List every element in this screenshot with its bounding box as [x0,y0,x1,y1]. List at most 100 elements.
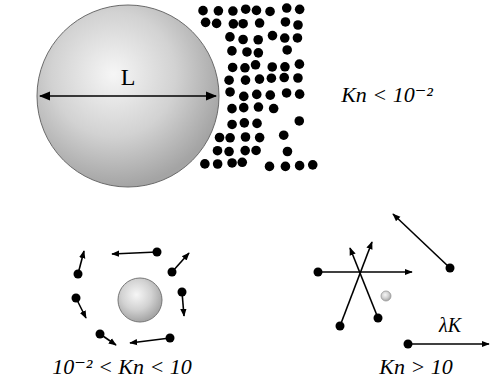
particle [314,268,323,277]
particle [241,4,251,14]
particle [279,130,289,140]
particle [294,116,304,126]
particle [227,46,237,56]
mean-free-path-label: λK [439,314,461,337]
diameter-arrow [40,95,216,97]
particle [238,19,248,29]
particle [295,5,305,15]
tiny-sphere [381,291,391,301]
velocity-arrow [130,338,170,343]
particle [265,162,275,172]
particle [96,330,105,339]
particle [252,6,262,16]
particle [280,33,290,43]
particle [225,32,235,42]
particle [295,89,305,99]
particle [213,146,223,156]
particle [281,162,291,172]
particle [212,19,222,29]
particle [201,18,211,28]
regime-label: Kn > 10 [379,354,453,379]
velocity-arrow [340,242,372,326]
free-molecular-regime [314,214,490,349]
particle [239,92,249,102]
velocity-arrow [318,271,412,273]
small-sphere [118,278,162,322]
particle [265,90,275,100]
transition-regime [72,248,190,346]
particle [229,19,239,29]
regime-label: 10⁻² < Kn < 10 [52,354,192,379]
particle [254,48,264,58]
particle [269,104,279,114]
particle [240,146,250,156]
particle [224,75,234,85]
particle [166,334,175,343]
sphere-node: L [36,4,220,188]
particle [72,294,81,303]
particle [282,3,292,13]
velocity-arrow [112,252,157,254]
particle [265,7,275,17]
particle [252,90,262,100]
particle [293,73,303,83]
particle [282,45,292,55]
particle [293,20,303,30]
particle [283,147,293,157]
velocity-arrow [350,248,378,318]
particle [238,35,248,45]
particle [215,133,225,143]
particle [198,6,208,16]
particle [228,63,238,73]
particle [268,31,278,41]
mean-free-path-arrow [408,343,489,345]
particle [228,6,238,16]
particle [374,314,383,323]
length-label: L [121,64,136,92]
particle [200,159,210,169]
particle [227,120,237,130]
particle [225,87,235,97]
particle [252,119,262,129]
particle [213,159,223,169]
particle [282,88,292,98]
regime-label: Kn < 10⁻² [341,82,433,107]
particle [153,248,162,257]
particle [251,60,261,70]
particle [237,158,247,168]
velocity-arrow [393,214,450,268]
particle [240,63,250,73]
particle [404,340,413,349]
particle [224,147,234,157]
particle [227,104,237,114]
particle [239,103,249,113]
particle [336,322,345,331]
particle [214,6,224,16]
particle [240,118,250,128]
particle [308,160,318,170]
particle [255,133,265,143]
particle [178,288,187,297]
particle [267,73,277,83]
particle [241,75,251,85]
particle [254,102,264,112]
sphere-outline [36,4,220,188]
particle [281,17,291,27]
particle [295,161,305,171]
large-sphere [37,5,219,187]
particle [227,158,237,168]
particle [295,59,305,69]
particle [251,146,261,156]
particle [255,18,265,28]
particle [242,47,252,57]
particle [74,270,83,279]
particle [253,35,263,45]
particle [267,62,277,72]
particle [293,33,303,43]
particle [168,268,177,277]
particle [225,133,235,143]
particle [241,132,251,142]
particle [280,62,290,72]
particle [446,264,455,273]
